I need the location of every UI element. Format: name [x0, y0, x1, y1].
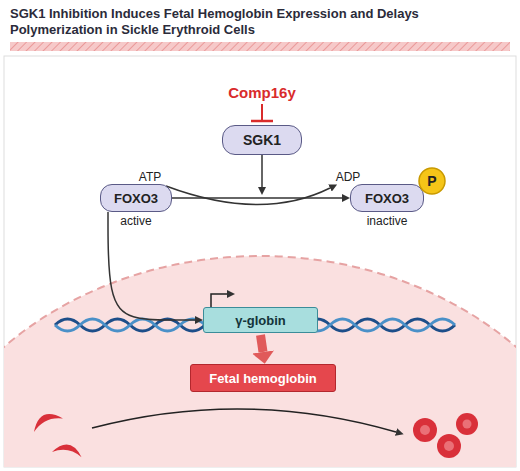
inhibitor-name: Comp16y: [202, 84, 322, 101]
process-box: γ-globin: [203, 307, 318, 333]
process-box: FOXO3inactive: [350, 184, 424, 212]
inhibition-bar: [251, 120, 273, 123]
connector-arrow: [261, 335, 264, 352]
molecule-label: ADP: [326, 170, 370, 184]
circle-shape: [419, 168, 445, 194]
node-label: SGK1: [243, 132, 281, 148]
transcription-start: [211, 294, 227, 307]
striped-band: [10, 42, 510, 51]
atp-adp-arc: [166, 186, 330, 205]
normal-red-cell: [456, 413, 478, 435]
node-label: Fetal hemoglobin: [209, 371, 317, 386]
node-label: γ-globin: [235, 313, 286, 328]
state-label: active: [91, 214, 181, 228]
connector-arrow: [108, 212, 195, 320]
node-label: FOXO3: [114, 191, 158, 206]
catalysis-arrow: [261, 155, 263, 187]
process-box: FOXO3active: [100, 184, 172, 212]
sickle-cell: [52, 442, 83, 457]
inhibition-line: [261, 104, 263, 121]
phosphate-circle: P: [418, 167, 446, 195]
molecule-label: ATP: [128, 170, 172, 184]
process-box: Fetal hemoglobin: [190, 364, 336, 392]
process-box: SGK1: [222, 125, 302, 155]
sickle-cell: [29, 409, 63, 432]
title: SGK1 Inhibition Induces Fetal Hemoglobin…: [10, 6, 480, 38]
normal-red-cell: [437, 434, 461, 458]
nucleus: [4, 256, 516, 467]
normal-red-cell: [413, 418, 437, 442]
connector-arrow: [172, 197, 342, 199]
conversion-arrow: [92, 409, 396, 432]
node-label: FOXO3: [365, 191, 409, 206]
node-label: P: [427, 173, 436, 189]
state-label: inactive: [341, 214, 433, 228]
